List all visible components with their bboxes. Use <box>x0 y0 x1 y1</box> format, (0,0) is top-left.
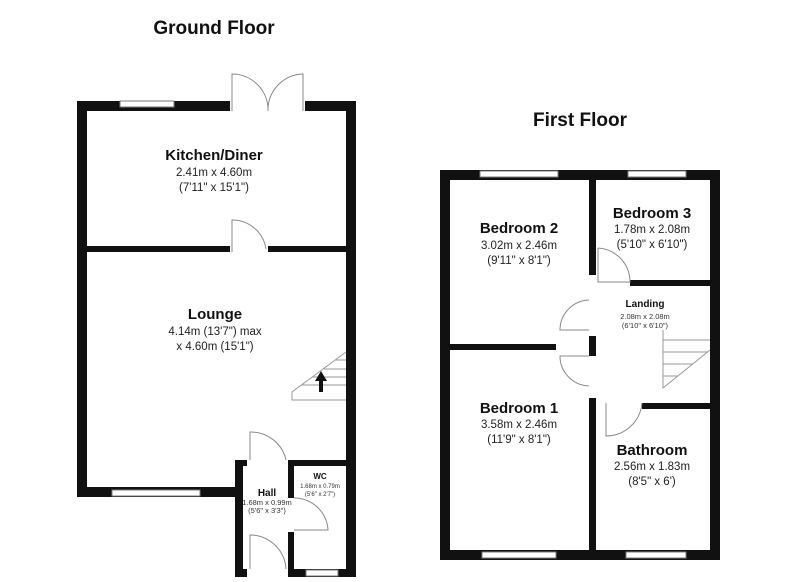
room-name: Hall <box>258 488 277 499</box>
room-dimensions-imperial: (5'10" x 6'10") <box>617 239 688 251</box>
room-bedroom-3: Bedroom 3 1.78m x 2.08m (5'10" x 6'10") <box>613 205 691 251</box>
room-dimensions-metric: 2.56m x 1.83m <box>614 461 690 473</box>
window <box>305 569 339 577</box>
first-floor-title: First Floor <box>533 110 628 131</box>
room-name: Kitchen/Diner <box>165 147 263 164</box>
room-name: Bedroom 1 <box>480 400 558 417</box>
wall <box>710 170 720 560</box>
wall <box>440 170 720 180</box>
door-swing <box>231 73 269 112</box>
room-dimensions-metric: 1.68m x 0.79m <box>300 484 340 490</box>
door-swing <box>597 247 631 283</box>
room-dimensions-metric: 2.41m x 4.60m <box>176 167 252 179</box>
room-dimensions-metric: 3.58m x 2.46m <box>481 419 557 431</box>
ground-floor-windows <box>111 100 339 577</box>
room-name: Bedroom 2 <box>480 220 558 237</box>
door-swing <box>249 534 287 570</box>
wall <box>305 101 356 111</box>
room-name: Landing <box>626 299 665 310</box>
wall <box>268 246 346 252</box>
door-swing <box>249 431 287 461</box>
wall <box>440 170 450 560</box>
room-dimensions-metric: 2.08m x 2.08m <box>620 312 670 321</box>
room-wc: WC 1.68m x 0.79m (5'6" x 2'7") <box>300 472 340 498</box>
ground-floor-doors <box>231 73 329 570</box>
room-name: Bedroom 3 <box>613 205 691 222</box>
wall <box>288 460 294 498</box>
stair-up-arrow-icon <box>315 371 327 392</box>
room-dimensions-imperial: (6'10" x 6'10") <box>622 321 669 330</box>
room-dimensions-metric: 3.02m x 2.46m <box>481 240 557 252</box>
room-dimensions-metric: 1.68m x 0.99m <box>242 498 292 507</box>
room-dimensions-imperial: x 4.60m (15'1") <box>176 341 253 353</box>
first-floor-walls <box>440 170 720 560</box>
window <box>627 170 687 178</box>
room-bedroom-1: Bedroom 1 3.58m x 2.46m (11'9" x 8'1") <box>480 400 558 446</box>
wall <box>589 336 596 356</box>
window <box>481 551 557 559</box>
wall <box>346 101 356 497</box>
first-floor-staircase <box>662 330 711 390</box>
room-name: Lounge <box>188 306 242 323</box>
door-swing <box>267 73 304 112</box>
wall <box>589 180 596 275</box>
wall <box>235 460 243 577</box>
window <box>111 489 201 497</box>
first-floor-windows <box>479 170 687 559</box>
room-dimensions-imperial: (5'6" x 3'3") <box>248 506 286 515</box>
room-name: Bathroom <box>617 442 688 459</box>
wall <box>235 460 247 466</box>
ground-floor-staircase <box>291 351 347 401</box>
door-swing <box>293 497 329 531</box>
window <box>119 100 175 108</box>
room-hall: Hall 1.68m x 0.99m (5'6" x 3'3") <box>242 488 292 515</box>
room-dimensions-metric: 1.78m x 2.08m <box>614 224 690 236</box>
wall <box>589 398 596 550</box>
room-dimensions-imperial: (9'11" x 8'1") <box>487 255 551 267</box>
room-dimensions-imperial: (11'9" x 8'1") <box>487 434 551 446</box>
wall <box>440 550 720 560</box>
room-bedroom-2: Bedroom 2 3.02m x 2.46m (9'11" x 8'1") <box>480 220 558 267</box>
room-dimensions-metric: 4.14m (13'7") max <box>168 326 261 338</box>
wall <box>346 460 356 577</box>
room-bathroom: Bathroom 2.56m x 1.83m (8'5" x 6') <box>614 442 690 488</box>
wall <box>235 569 247 577</box>
wall <box>87 246 230 252</box>
window <box>479 170 559 178</box>
wall <box>288 460 356 466</box>
room-lounge: Lounge 4.14m (13'7") max x 4.60m (15'1") <box>168 306 261 353</box>
wall <box>77 101 87 497</box>
room-kitchen-diner: Kitchen/Diner 2.41m x 4.60m (7'11" x 15'… <box>165 147 263 194</box>
wall <box>288 532 294 577</box>
door-swing <box>231 219 267 252</box>
stair-outline <box>662 330 711 390</box>
door-swing <box>605 402 643 437</box>
stair-outline <box>291 351 347 401</box>
wall <box>630 280 710 286</box>
room-name: WC <box>313 472 327 481</box>
door-swing <box>559 355 590 387</box>
door-swing <box>559 299 590 331</box>
ground-floor-title: Ground Floor <box>153 18 275 39</box>
room-dimensions-imperial: (5'6" x 2'7") <box>305 492 335 498</box>
window <box>625 551 687 559</box>
wall <box>450 344 556 350</box>
first-floor-doors <box>559 247 643 437</box>
room-dimensions-imperial: (7'11" x 15'1") <box>179 182 249 194</box>
room-dimensions-imperial: (8'5" x 6') <box>628 476 676 488</box>
wall <box>642 403 710 409</box>
room-landing: Landing 2.08m x 2.08m (6'10" x 6'10") <box>620 299 670 330</box>
